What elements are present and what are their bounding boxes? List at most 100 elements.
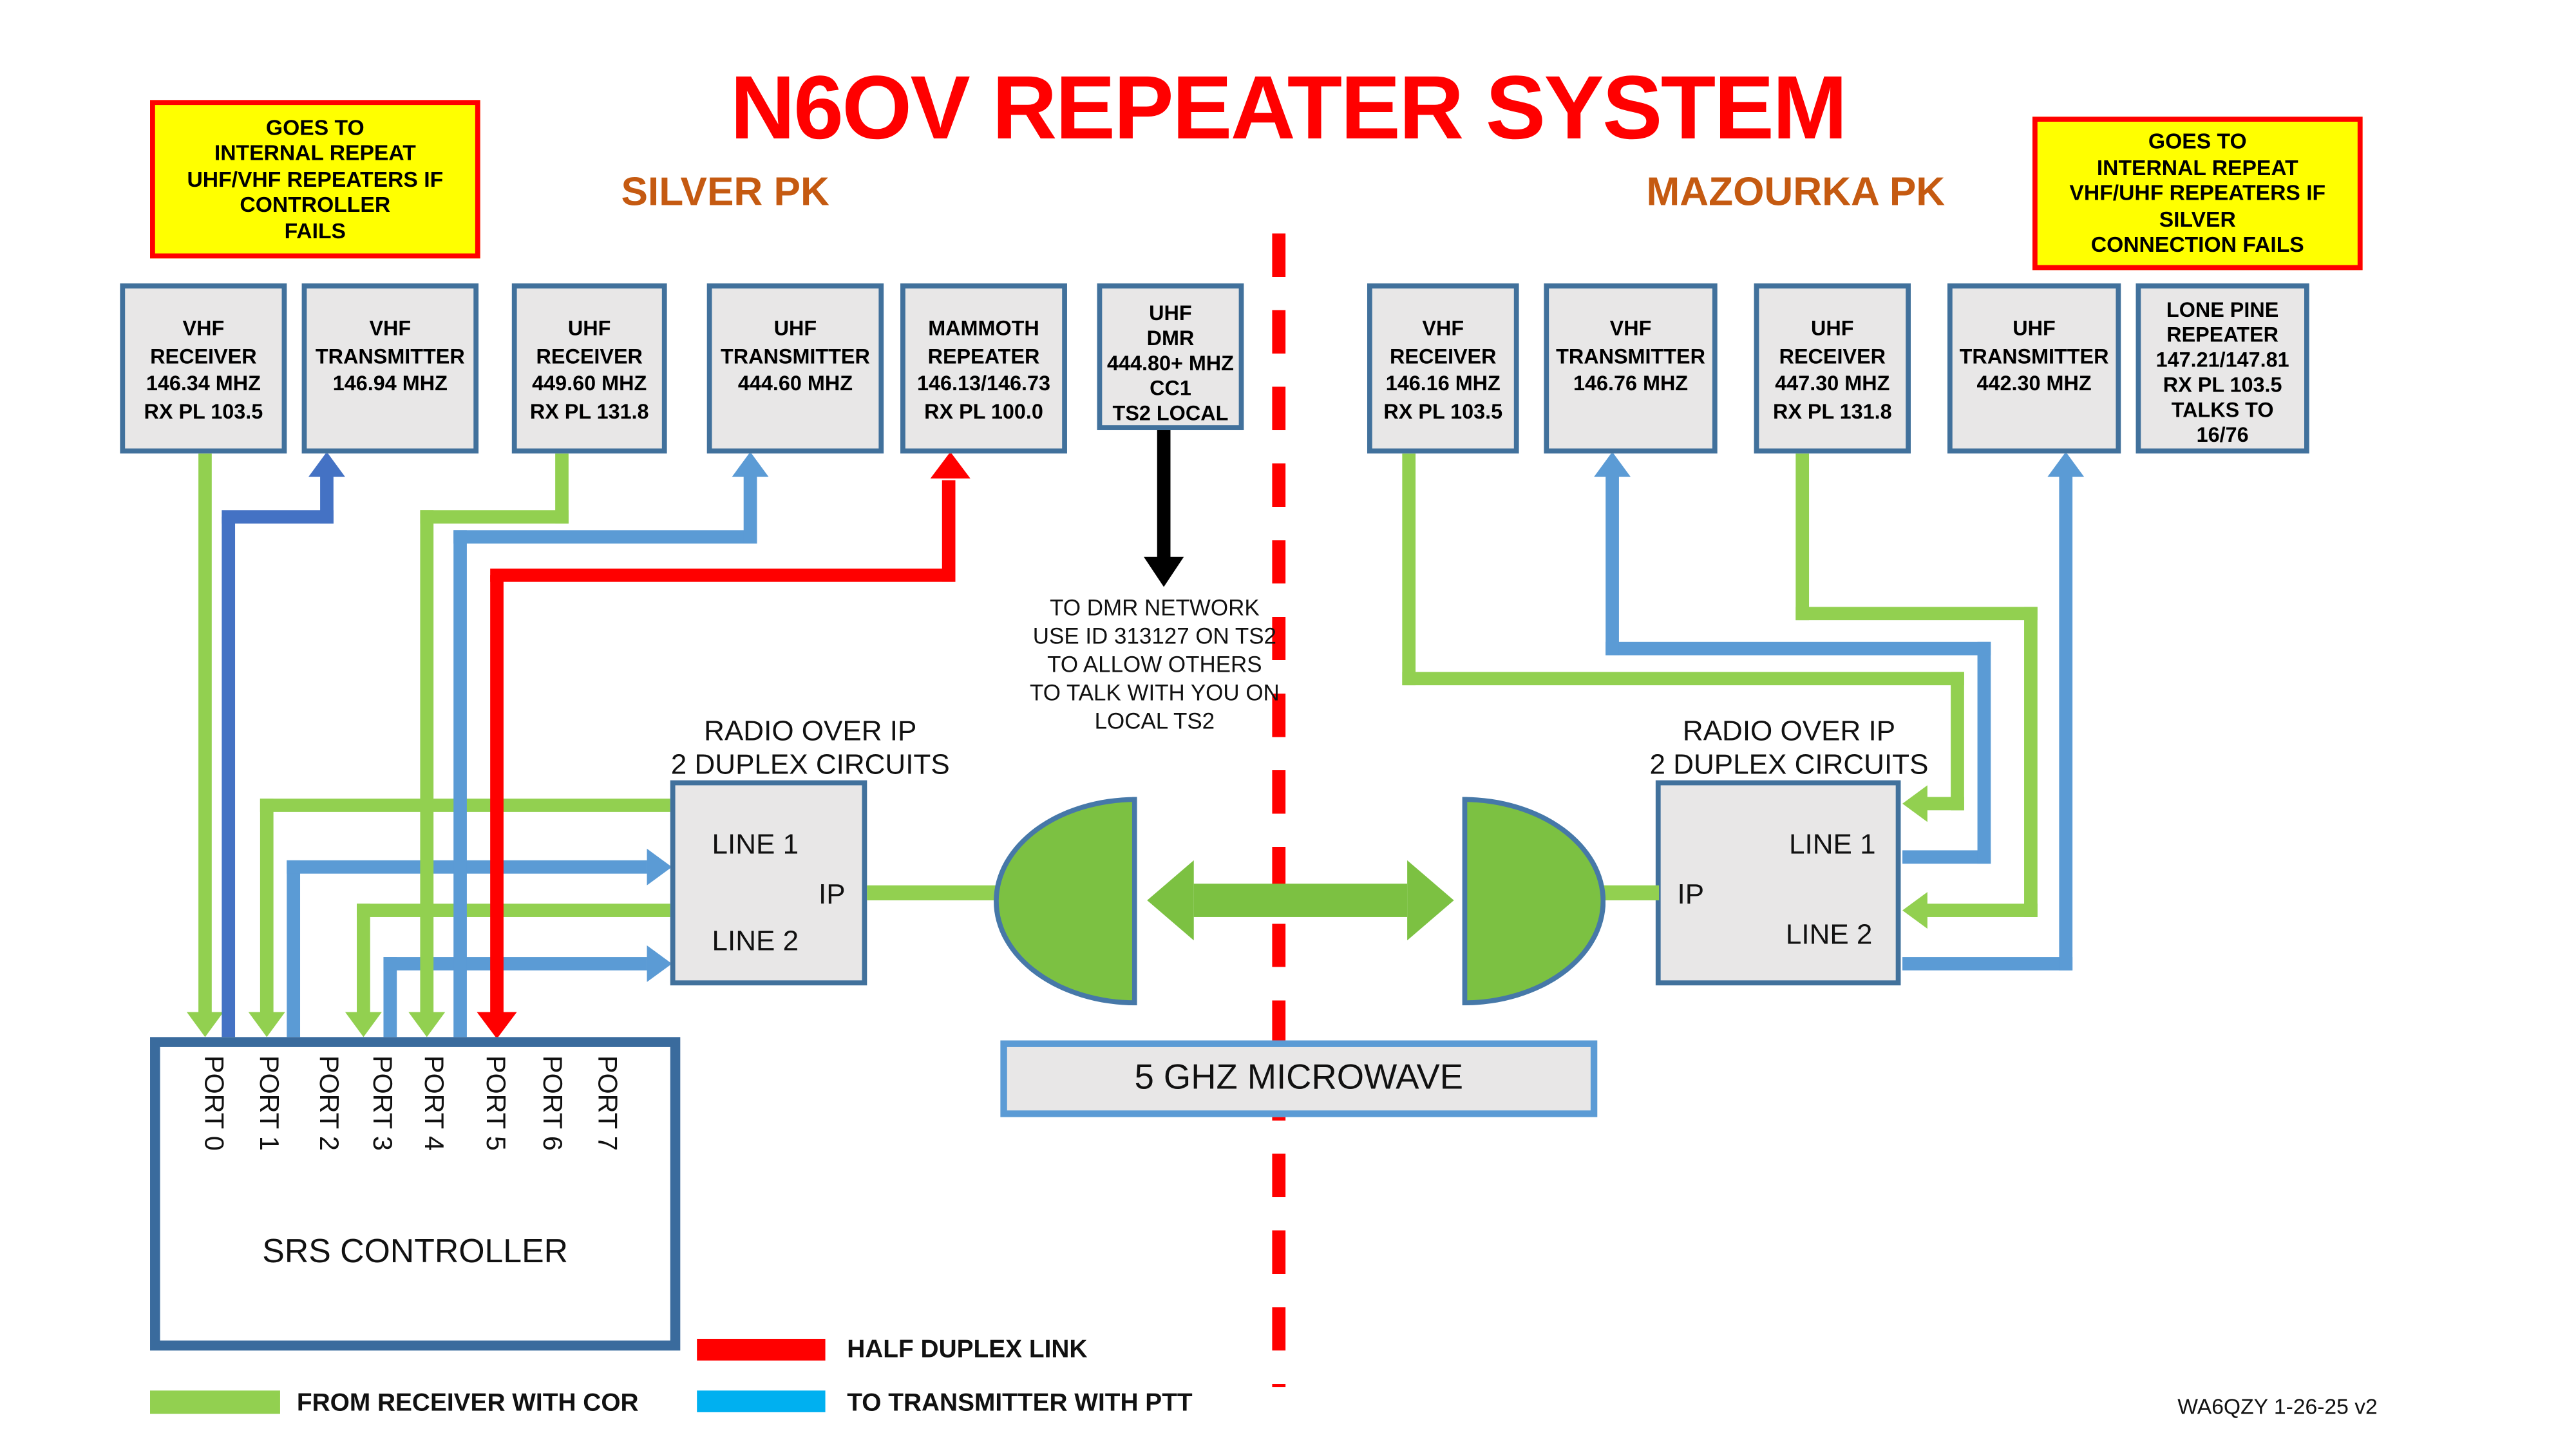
srs-controller-box xyxy=(150,1037,681,1351)
ip-label-right: IP xyxy=(1677,878,1705,911)
wire-line1-to-mazourka-vhf-tx-vertical xyxy=(1977,641,1991,864)
srs-controller-label: SRS CONTROLLER xyxy=(262,1233,569,1271)
arrowhead-right-line2 xyxy=(647,945,672,982)
line1-label-right: LINE 1 xyxy=(1789,828,1876,860)
wire-mammoth-link-riser xyxy=(942,480,956,582)
line1-label-left: LINE 1 xyxy=(712,828,799,860)
controller-port-5: PORT 5 xyxy=(480,1055,509,1151)
wire-port1-to-silver-vhf-tx-vertical xyxy=(222,516,236,1037)
box-silver-vhf-receiver: VHF RECEIVER 146.34 MHZ RX PL 103.5 xyxy=(120,283,287,454)
wire-mazourka-vhf-rx-vertical xyxy=(1402,453,1416,686)
ip-label-left: IP xyxy=(819,878,846,911)
site-divider-dashed-line xyxy=(1272,233,1286,1388)
controller-port-0: PORT 0 xyxy=(198,1055,227,1151)
arrowhead-down-mammoth-port xyxy=(477,1012,517,1039)
microwave-link-arrow-shaft xyxy=(1193,884,1408,917)
wire-port1-to-silver-vhf-tx-horizontal xyxy=(222,510,334,524)
controller-port-3: PORT 3 xyxy=(366,1055,395,1151)
arrowhead-down-port0 xyxy=(186,1012,223,1037)
microwave-dish-left-icon xyxy=(994,797,1137,1006)
arrowhead-up-silver-vhf-tx xyxy=(308,451,345,477)
wire-line1-to-mazourka-vhf-tx-riser xyxy=(1605,477,1619,656)
arrowhead-up-mammoth xyxy=(930,451,971,479)
wire-mazourka-vhf-rx-horizontal xyxy=(1402,672,1964,686)
controller-port-7: PORT 7 xyxy=(592,1055,621,1151)
wire-line1-to-mazourka-vhf-tx-stub xyxy=(1902,850,1991,864)
microwave-label-box: 5 GHZ MICROWAVE xyxy=(1000,1040,1598,1117)
wire-silver-uhf-rx-horizontal xyxy=(420,510,569,524)
wire-controller-to-line2-horizontal xyxy=(383,957,647,971)
site-label-silver: SILVER PK xyxy=(621,170,829,215)
wire-mazourka-uhf-rx-vertical xyxy=(1795,453,1810,621)
roip-title-right: RADIO OVER IP 2 DUPLEX CIRCUITS xyxy=(1649,715,1929,781)
wire-mazourka-vhf-rx-drop xyxy=(1951,672,1964,811)
roip-box-left: LINE 1 IP LINE 2 xyxy=(670,780,867,986)
microwave-label: 5 GHZ MICROWAVE xyxy=(1134,1059,1464,1097)
microwave-link-arrowhead-left xyxy=(1147,860,1194,941)
wire-controller-to-silver-uhf-tx-riser xyxy=(743,477,757,544)
wire-controller-to-silver-uhf-tx-vertical xyxy=(453,530,467,1037)
wire-line1-to-controller-vertical xyxy=(260,799,274,1014)
wire-silver-vhf-rx-to-port0 xyxy=(198,453,212,1014)
arrowhead-down-line2-port xyxy=(345,1012,382,1037)
wire-controller-to-line1-vertical xyxy=(287,860,301,1037)
wire-mammoth-link-vertical xyxy=(490,575,504,1014)
box-mazourka-uhf-transmitter: UHF TRANSMITTER 442.30 MHZ xyxy=(1947,283,2121,454)
arrowhead-left-line2-right xyxy=(1902,892,1927,929)
wire-controller-to-line2-vertical xyxy=(383,957,397,1037)
wire-port1-to-silver-vhf-tx-riser xyxy=(320,477,334,524)
legend-label-from-receiver: FROM RECEIVER WITH COR xyxy=(296,1388,639,1417)
failover-note-right: GOES TO INTERNAL REPEAT VHF/UHF REPEATER… xyxy=(2032,117,2363,270)
arrowhead-up-mazourka-uhf-tx xyxy=(2047,451,2085,477)
wire-line1-to-mazourka-vhf-tx-horizontal xyxy=(1605,641,1991,656)
wire-controller-to-line1-horizontal xyxy=(287,860,647,874)
wire-ip-stub-right xyxy=(1597,885,1660,901)
controller-port-1: PORT 1 xyxy=(253,1055,282,1151)
wire-mazourka-uhf-rx-drop xyxy=(2024,607,2038,917)
box-silver-uhf-receiver: UHF RECEIVER 449.60 MHZ RX PL 131.8 xyxy=(511,283,667,454)
microwave-dish-right-icon xyxy=(1462,797,1606,1006)
legend-label-to-transmitter: TO TRANSMITTER WITH PTT xyxy=(847,1388,1193,1417)
controller-port-2: PORT 2 xyxy=(313,1055,342,1151)
controller-port-6: PORT 6 xyxy=(536,1055,565,1151)
credit-text: WA6QZY 1-26-25 v2 xyxy=(2177,1394,2378,1419)
arrowhead-right-line1 xyxy=(647,848,672,886)
arrowhead-up-silver-uhf-tx xyxy=(732,451,769,477)
box-mammoth-repeater: MAMMOTH REPEATER 146.13/146.73 RX PL 100… xyxy=(900,283,1067,454)
line2-label-left: LINE 2 xyxy=(712,925,799,958)
box-mazourka-vhf-transmitter: VHF TRANSMITTER 146.76 MHZ xyxy=(1544,283,1718,454)
microwave-link-arrowhead-right xyxy=(1407,860,1454,941)
wire-line2-to-mazourka-uhf-tx-stub xyxy=(1902,957,2073,971)
wire-mazourka-uhf-rx-stub xyxy=(1926,904,2038,917)
box-lone-pine-repeater: LONE PINE REPEATER 147.21/147.81 RX PL 1… xyxy=(2136,283,2309,454)
line2-label-right: LINE 2 xyxy=(1785,918,1873,951)
arrowhead-up-mazourka-vhf-tx xyxy=(1594,451,1631,477)
roip-box-right: IP LINE 1 LINE 2 xyxy=(1655,780,1901,986)
site-label-mazourka: MAZOURKA PK xyxy=(1646,170,1946,215)
legend-swatch-to-transmitter xyxy=(697,1390,826,1412)
box-silver-uhf-transmitter: UHF TRANSMITTER 444.60 MHZ xyxy=(706,283,884,454)
wire-mazourka-vhf-rx-stub xyxy=(1926,797,1964,811)
dmr-network-note: TO DMR NETWORK USE ID 313127 ON TS2 TO A… xyxy=(1029,595,1280,734)
wire-mazourka-uhf-rx-horizontal xyxy=(1795,607,2038,621)
wire-mammoth-link-horizontal xyxy=(490,568,956,582)
legend-swatch-half-duplex xyxy=(697,1338,826,1361)
arrowhead-left-line1-right xyxy=(1902,785,1927,822)
box-mazourka-uhf-receiver: UHF RECEIVER 447.30 MHZ RX PL 131.8 xyxy=(1754,283,1911,454)
controller-port-4: PORT 4 xyxy=(418,1055,447,1151)
box-mazourka-vhf-receiver: VHF RECEIVER 146.16 MHZ RX PL 103.5 xyxy=(1367,283,1519,454)
failover-note-left: GOES TO INTERNAL REPEAT UHF/VHF REPEATER… xyxy=(150,100,480,259)
wire-silver-uhf-rx-vertical xyxy=(420,510,434,1014)
wire-line2-to-controller-horizontal xyxy=(357,904,670,917)
arrowhead-down-dmr-network xyxy=(1144,556,1184,587)
wire-line2-to-mazourka-uhf-tx-vertical xyxy=(2059,477,2073,971)
page-title: N6OV REPEATER SYSTEM xyxy=(730,58,1848,158)
wire-ip-stub-left xyxy=(867,885,1001,901)
legend-label-half-duplex: HALF DUPLEX LINK xyxy=(847,1335,1088,1364)
legend-swatch-from-receiver xyxy=(150,1390,280,1414)
roip-title-left: RADIO OVER IP 2 DUPLEX CIRCUITS xyxy=(670,715,950,781)
arrowhead-down-line1-port xyxy=(248,1012,285,1037)
wire-line2-to-controller-vertical xyxy=(357,904,370,1014)
wire-dmr-network-line xyxy=(1157,430,1171,560)
box-silver-vhf-transmitter: VHF TRANSMITTER 146.94 MHZ xyxy=(301,283,479,454)
